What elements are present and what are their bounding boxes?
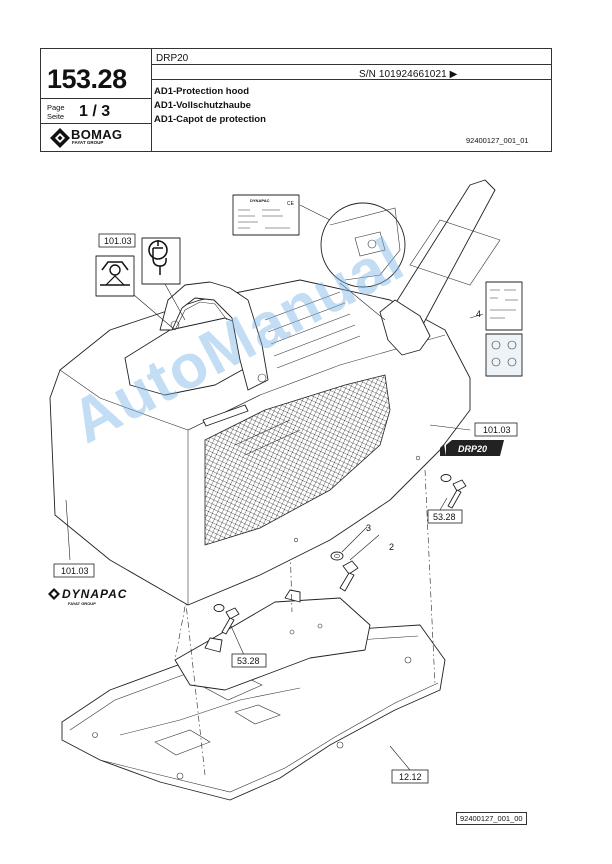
dynapac-logo: DYNAPAC FAYAT GROUP [48,587,127,606]
mounting-plate [174,589,371,691]
callout-box [53,563,95,578]
callout-53-28-bottom: 53.28 [237,656,260,666]
callout-box [427,509,463,524]
callout-box [391,769,429,784]
footer-drawing-reference: 92400127_001_00 [456,812,527,825]
nameplate [232,194,300,236]
title-block: DRP20 S/N 101924661021 ▶ 153.28 Page Sei… [40,48,552,152]
brand-subtitle: FAYAT GROUP [72,140,104,145]
title-french: AD1-Capot de protection [154,114,266,125]
callout-12-12: 12.12 [399,772,422,782]
divider [41,98,151,99]
callout-101-03-right: 101.03 [483,425,511,435]
decal-drp20-text: DRP20 [458,444,487,454]
callout-box [474,422,518,437]
callout-101-03-left: 101.03 [61,566,89,576]
bolt-right [440,474,467,509]
brand-name: BOMAG [71,127,123,142]
decal-101-03-icons [95,237,186,331]
bolt-bottom [213,604,240,635]
bomag-logo: BOMAG FAYAT GROUP [47,127,147,149]
model-name: DRP20 [156,53,189,64]
divider [151,49,152,151]
title-german: AD1-Vollschutzhaube [154,100,251,111]
tie-down-warning-icon [100,261,130,286]
detail-circle: DYNAPAC CE [232,194,406,321]
lifting-handle [124,281,269,396]
drawing-reference: 92400127_001_01 [466,136,529,145]
nameplate-brand: DYNAPAC [250,198,270,203]
bomag-diamond-icon [50,128,70,148]
decal-drp20: DRP20 [440,440,504,456]
washer-item-3 [330,551,344,561]
serial-number: S/N 101924661021 ▶ [359,69,458,80]
lifting-hook-icon [148,240,168,275]
bolt-item-2 [339,560,359,592]
section-number: 153.28 [47,64,127,94]
dynapac-subtitle: FAYAT GROUP [68,601,96,606]
title-english: AD1-Protection hood [154,86,249,97]
callout-item-4: 4 [476,309,481,319]
divider [151,79,551,80]
divider [41,123,151,124]
decal-set-item-4 [469,281,523,377]
callout-item-2: 2 [389,542,394,552]
page-number: 1 / 3 [79,103,111,120]
callout-53-28-right: 53.28 [433,512,456,522]
guide-handle-bar [379,179,501,356]
callout-box [98,233,136,248]
callout-box [231,653,267,668]
nameplate-ce: CE [287,201,295,207]
callout-item-3: 3 [366,523,371,533]
divider [151,64,551,65]
dynapac-name: DYNAPAC [62,587,127,601]
callout-101-03-top: 101.03 [104,236,132,246]
page-label: Page Seite [47,103,65,121]
part-titles: AD1-Protection hood AD1-Vollschutzhaube … [154,85,266,127]
